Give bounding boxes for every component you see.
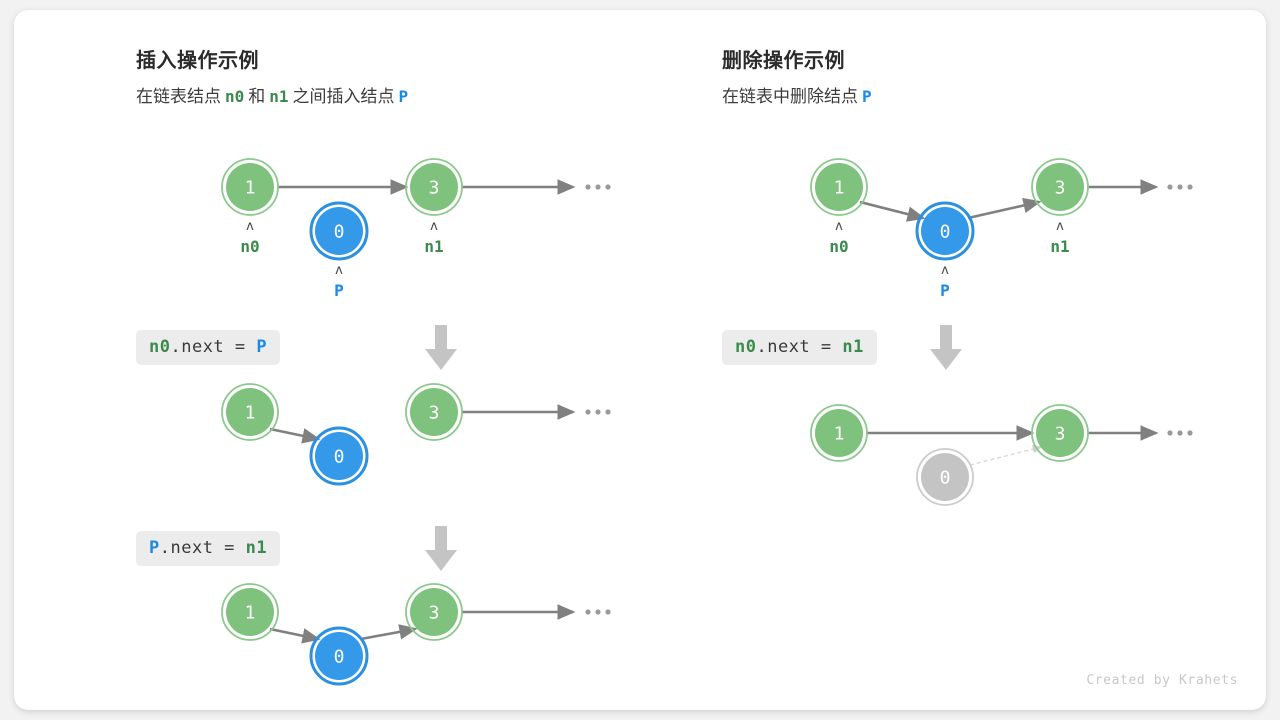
delete-step-1-arrow-icon — [930, 325, 962, 370]
list-node-n0: 1 — [221, 158, 279, 216]
edge-solid — [967, 197, 1042, 220]
insert-step-2-code: P.next = n1 — [136, 531, 281, 566]
pointer-caret-icon: ʌ — [1056, 219, 1064, 234]
node-value: 3 — [429, 603, 440, 624]
pointer-caret-icon: ʌ — [335, 263, 343, 278]
diagram-row-after-step-1: 1 0 3 — [221, 383, 611, 486]
node-label-P: P — [334, 281, 344, 300]
node-value: 1 — [245, 603, 256, 624]
insert-panel-title: 插入操作示例 — [136, 50, 259, 72]
edge-solid — [859, 200, 926, 222]
diagram-row-after-delete: 1 0 3 — [810, 404, 1193, 506]
pointer-caret-icon: ʌ — [941, 263, 949, 278]
insert-step-1-arrow-icon — [425, 325, 457, 370]
inline-symbol-n0: n0 — [225, 87, 245, 106]
node-value: 0 — [940, 468, 951, 489]
ellipsis-icon — [585, 184, 611, 190]
node-value: 1 — [245, 403, 256, 424]
node-value: 0 — [334, 447, 345, 468]
list-node-n0: 1 — [810, 158, 868, 216]
node-value: 3 — [1055, 424, 1066, 445]
list-node-n1: 3 — [405, 383, 463, 441]
ellipsis-icon — [585, 409, 611, 415]
delete-step-1-code: n0.next = n1 — [722, 330, 877, 365]
node-value: 1 — [834, 178, 845, 199]
list-node-p: 0 — [916, 448, 974, 506]
delete-panel-title: 删除操作示例 — [722, 50, 845, 72]
inline-symbol-P: P — [398, 87, 409, 106]
list-node-n0: 1 — [810, 404, 868, 462]
node-value: 1 — [245, 178, 256, 199]
node-value: 3 — [429, 178, 440, 199]
node-value: 3 — [429, 403, 440, 424]
ellipsis-icon — [1167, 184, 1193, 190]
insert-step-1-code: n0.next = P — [136, 330, 281, 365]
list-node-n1: 3 — [1031, 158, 1089, 216]
credit-text: Created by Krahets — [1086, 673, 1238, 688]
pointer-caret-icon: ʌ — [835, 219, 843, 234]
node-label-n1: n1 — [424, 237, 443, 256]
inline-symbol-n1: n1 — [269, 87, 289, 106]
node-value: 0 — [940, 222, 951, 243]
list-node-p: 0 — [915, 201, 975, 261]
list-node-p: 0 — [309, 426, 369, 486]
node-value: 3 — [1055, 178, 1066, 199]
list-node-n0: 1 — [221, 383, 279, 441]
insert-step-2-arrow-icon — [425, 526, 457, 571]
node-label-P: P — [940, 281, 950, 300]
inline-symbol-P: P — [862, 87, 872, 106]
node-value: 0 — [334, 647, 345, 668]
node-label-n0: n0 — [240, 237, 259, 256]
pointer-caret-icon: ʌ — [430, 219, 438, 234]
edge-solid — [269, 427, 321, 444]
node-label-n1: n1 — [1050, 237, 1069, 256]
diagram-row-after-step-2: 1 0 3 — [221, 583, 611, 686]
list-node-p: 0 — [309, 201, 369, 261]
ellipsis-icon — [585, 609, 611, 615]
list-node-p: 0 — [309, 626, 369, 686]
edge-dashed — [969, 444, 1043, 466]
pointer-caret-icon: ʌ — [246, 219, 254, 234]
node-label-n0: n0 — [829, 237, 848, 256]
list-node-n0: 1 — [221, 583, 279, 641]
list-node-n1: 3 — [405, 158, 463, 216]
node-value: 0 — [334, 222, 345, 243]
node-value: 1 — [834, 424, 845, 445]
edge-solid — [360, 624, 418, 641]
edge-solid — [269, 627, 321, 644]
list-node-n1: 3 — [1031, 404, 1089, 462]
list-node-n1: 3 — [405, 583, 463, 641]
ellipsis-icon — [1167, 430, 1193, 436]
